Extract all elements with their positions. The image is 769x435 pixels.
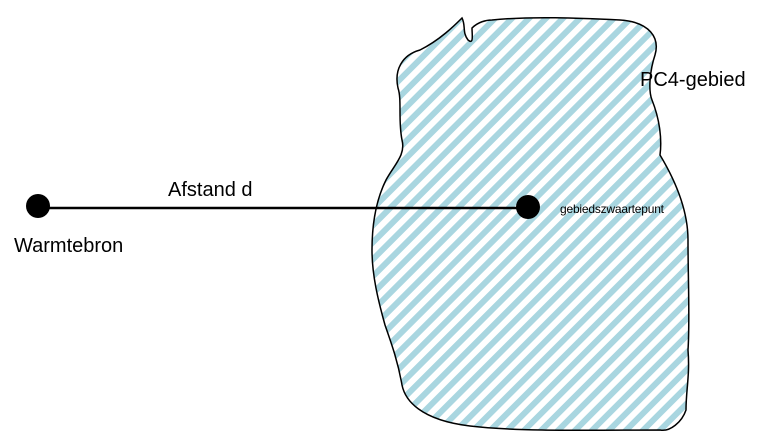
region-label: PC4-gebied: [640, 69, 746, 91]
heat-source-point: [26, 194, 50, 218]
centroid-point: [516, 195, 540, 219]
centroid-label: gebiedszwaartepunt: [560, 202, 664, 216]
pc4-region-shape: [371, 16, 690, 432]
distance-label: Afstand d: [168, 179, 253, 201]
heat-source-label: Warmtebron: [14, 235, 124, 257]
